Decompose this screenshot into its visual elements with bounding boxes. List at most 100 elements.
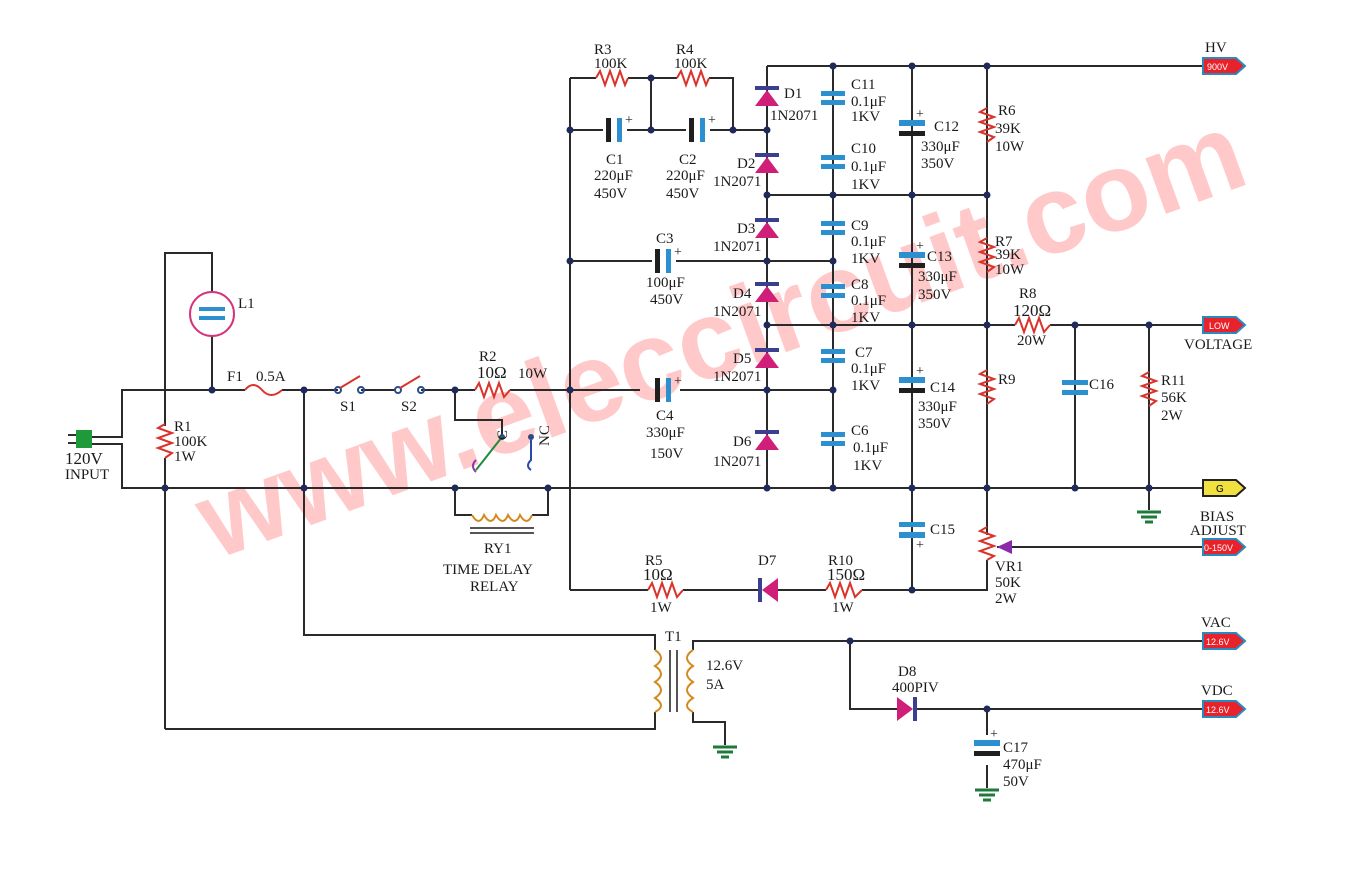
label-R6-value: 39K [995, 121, 1021, 137]
label-D8: D8 [898, 664, 916, 680]
label-R10: R10 [828, 553, 853, 569]
resistor-R6 [977, 107, 997, 143]
resistor-R11 [1139, 371, 1159, 407]
capacitor-C12: + [899, 107, 925, 136]
label-VR1-watt: 2W [995, 591, 1018, 607]
label-R2-watt: 10W [518, 366, 548, 382]
label-relay-line1: TIME DELAY [443, 562, 533, 578]
capacitor-C11 [821, 91, 845, 105]
label-C8-volt: 1KV [851, 310, 880, 326]
svg-text:12.6V: 12.6V [1206, 637, 1230, 647]
label-R8-value: 120Ω [1013, 301, 1051, 320]
output-tag-hv: 900V [1202, 57, 1247, 75]
label-C17-volt: 50V [1003, 774, 1029, 790]
label-F1: F1 [227, 369, 243, 385]
capacitor-C13: + [899, 239, 925, 268]
label-C17-value: 470μF [1003, 757, 1042, 773]
label-C3-value: 100μF [646, 275, 685, 291]
label-C10: C10 [851, 141, 876, 157]
label-C14-value: 330μF [918, 399, 957, 415]
resistor-R1 [155, 423, 175, 459]
svg-text:LOW: LOW [1209, 321, 1230, 331]
label-C10-value: 0.1μF [851, 159, 886, 175]
label-C13: C13 [927, 249, 952, 265]
label-C13-volt: 350V [918, 287, 952, 303]
label-R4: R4 [676, 42, 694, 58]
label-C13-value: 330μF [918, 269, 957, 285]
label-D8-value: 400PIV [892, 680, 939, 696]
label-input-voltage: 120V [65, 449, 104, 468]
label-R5: R5 [645, 553, 663, 569]
output-tag-vdc: 12.6V [1202, 700, 1247, 718]
label-hv: HV [1205, 40, 1227, 56]
resistor-VR1 [977, 526, 997, 561]
diode-D6 [755, 430, 779, 450]
svg-text:+: + [708, 113, 716, 128]
resistor-R10 [825, 580, 863, 600]
switch-S1 [334, 375, 365, 394]
label-D2: D2 [737, 156, 755, 172]
label-relay-line2: RELAY [470, 579, 519, 595]
label-T1-current: 5A [706, 677, 725, 693]
ground-symbols [713, 510, 1161, 802]
resistor-R2 [474, 380, 511, 400]
label-voltage: VOLTAGE [1184, 337, 1252, 353]
label-D6: D6 [733, 434, 752, 450]
diode-D1 [755, 86, 779, 106]
resistor-R9 [977, 369, 997, 405]
label-C12-value: 330μF [921, 139, 960, 155]
label-D1: D1 [784, 86, 802, 102]
resistor-R7 [977, 237, 997, 273]
watermark: www.eleccircuit.com [180, 88, 1261, 583]
relay-contacts [472, 434, 534, 473]
label-adjust: ADJUST [1190, 523, 1246, 539]
transformer-T1 [653, 649, 695, 713]
label-R5-value: 10Ω [643, 565, 673, 584]
label-R1-value: 100K [174, 434, 208, 450]
label-D4: D4 [733, 286, 752, 302]
label-C11-volt: 1KV [851, 109, 880, 125]
input-plug [68, 430, 92, 448]
label-C12-volt: 350V [921, 156, 955, 172]
svg-text:+: + [916, 364, 924, 379]
svg-text:+: + [916, 239, 924, 254]
capacitor-C14: + [899, 364, 925, 393]
label-D3-value: 1N2071 [713, 239, 761, 255]
label-VR1-value: 50K [995, 575, 1021, 591]
resistor-R5 [647, 580, 684, 600]
label-C15: C15 [930, 522, 955, 538]
output-tag-g: G [1202, 479, 1247, 497]
svg-text:0-150V: 0-150V [1204, 543, 1233, 553]
label-C2-volt: 450V [666, 186, 700, 202]
label-C3-volt: 450V [650, 292, 684, 308]
label-C16: C16 [1089, 377, 1115, 393]
label-C8: C8 [851, 277, 869, 293]
label-R7-value: 39K [995, 247, 1021, 263]
svg-text:+: + [990, 727, 998, 742]
capacitor-C8 [821, 284, 845, 298]
resistor-R4 [676, 68, 710, 88]
label-R6: R6 [998, 103, 1016, 119]
resistor-R8 [1014, 315, 1051, 335]
label-L1: L1 [238, 296, 255, 312]
label-C2: C2 [679, 152, 697, 168]
svg-text:G: G [1216, 484, 1224, 495]
label-R3-value: 100K [594, 56, 628, 72]
label-C1-value: 220μF [594, 168, 633, 184]
label-R10-value: 150Ω [827, 565, 865, 584]
label-R11-value: 56K [1161, 390, 1187, 406]
label-C7-volt: 1KV [851, 378, 880, 394]
label-R11-watt: 2W [1161, 408, 1184, 424]
label-R9: R9 [998, 372, 1016, 388]
label-C14-volt: 350V [918, 416, 952, 432]
label-R1: R1 [174, 419, 192, 435]
label-C10-volt: 1KV [851, 177, 880, 193]
diode-D3 [755, 218, 779, 238]
svg-text:+: + [916, 538, 924, 553]
label-relay-nc: NC [537, 425, 553, 446]
label-C9-value: 0.1μF [851, 234, 886, 250]
wires [92, 65, 1205, 788]
capacitor-C2: + [689, 113, 716, 142]
label-C6: C6 [851, 423, 869, 439]
label-C4-value: 330μF [646, 425, 685, 441]
